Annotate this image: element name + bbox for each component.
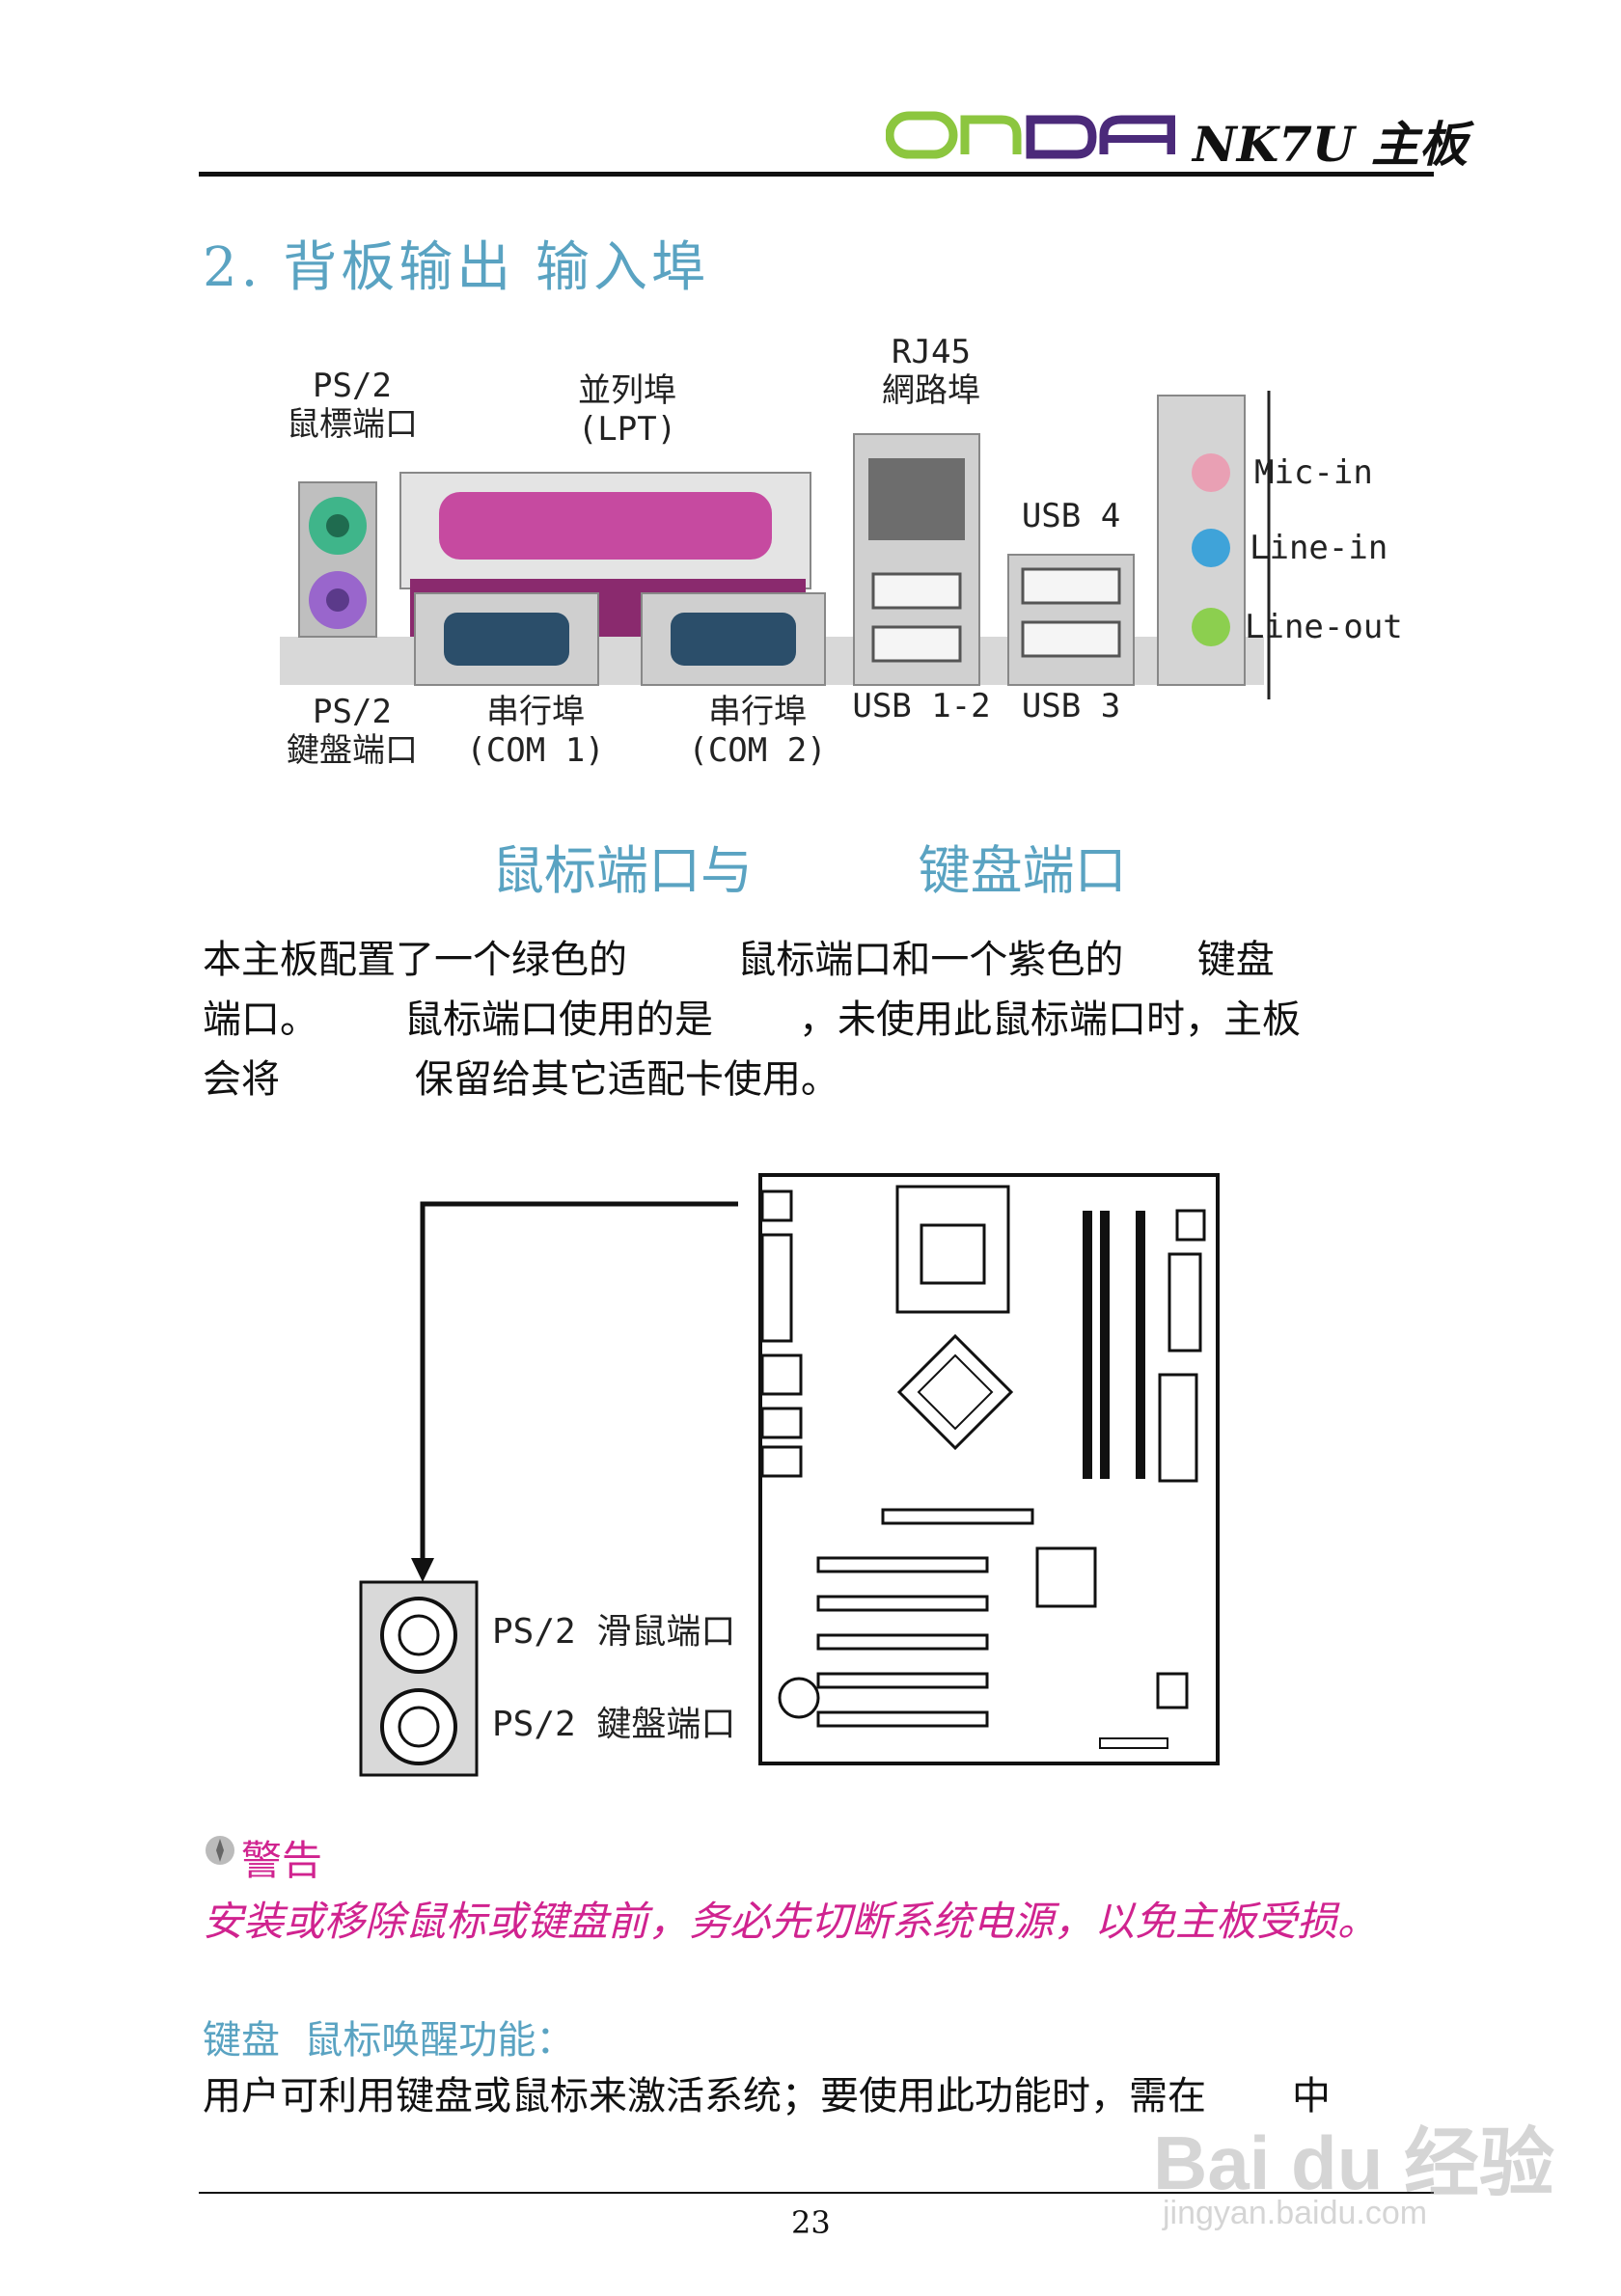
warning-icon	[206, 1836, 234, 1865]
lpt-label: 並列埠 (LPT)	[540, 371, 714, 449]
com2-label-line2: (COM 2)	[688, 731, 827, 770]
rj45-label: RJ45 網路埠	[849, 333, 1013, 410]
usb4-label: USB 4	[1021, 497, 1121, 535]
ps2-kb-label-line1: PS/2	[313, 693, 392, 731]
com1-label: 串行埠 (COM 1)	[444, 693, 627, 770]
paragraph-line-1: 本主板配置了一个绿色的 鼠标端口和一个紫色的 键盘	[203, 938, 1275, 982]
onda-logo	[886, 111, 1175, 159]
paragraph-line-2: 端口。 鼠标端口使用的是 ，未使用此鼠标端口时，主板	[203, 998, 1302, 1042]
board-model: NK7U 主板	[1193, 116, 1468, 173]
warning-title: 警告	[241, 1837, 323, 1884]
watermark-brand: Bai du 经验	[1153, 2120, 1555, 2205]
com2-label: 串行埠 (COM 2)	[666, 693, 849, 770]
lpt-label-line2: (LPT)	[577, 410, 677, 449]
paragraph-line-3: 会将 保留给其它适配卡使用。	[203, 1057, 839, 1102]
wake-function-title: 键盘 鼠标唤醒功能：	[203, 2018, 575, 2063]
com2-label-line1: 串行埠	[708, 693, 807, 731]
header-rule	[199, 172, 1434, 177]
back-panel-illustration	[280, 391, 1271, 699]
ps2-kb-label: PS/2 鍵盤端口	[256, 693, 449, 770]
diagram-mouse-label: PS/2 滑鼠端口	[492, 1612, 736, 1652]
rj45-label-line2: 網路埠	[882, 371, 980, 410]
ps2-mouse-label-line1: PS/2	[313, 367, 392, 405]
line-in-label: Line-in	[1250, 529, 1388, 567]
ps2-mouse-label-line2: 鼠標端口	[287, 405, 418, 444]
motherboard-layout-svg	[359, 1173, 1220, 1777]
usb12-label: USB 1-2	[852, 687, 991, 725]
motherboard-diagram: PS/2 滑鼠端口 PS/2 鍵盤端口	[357, 1167, 1225, 1794]
ps2-kb-label-line2: 鍵盤端口	[287, 731, 418, 770]
back-panel-photo: PS/2 鼠標端口 並列埠 (LPT) RJ45 網路埠 USB 4 Mic-i…	[270, 333, 1428, 772]
usb3-label: USB 3	[1021, 687, 1121, 725]
footer-rule	[199, 2192, 1434, 2194]
warning-text: 安装或移除鼠标或键盘前，务必先切断系统电源，以免主板受损。	[203, 1898, 1379, 1945]
mic-in-label: Mic-in	[1254, 453, 1373, 492]
lpt-label-line1: 並列埠	[578, 371, 676, 410]
diagram-kb-label: PS/2 鍵盤端口	[492, 1705, 736, 1744]
page-number: 23	[791, 2204, 831, 2241]
section-title: 2. 背板输出 输入埠	[203, 236, 710, 299]
sub-heading: 鼠标端口与 键盘端口	[492, 840, 1127, 901]
baidu-watermark: Bai du 经验 jingyan.baidu.com	[1153, 2064, 1558, 2238]
rj45-label-line1: RJ45	[892, 333, 971, 371]
com1-label-line2: (COM 1)	[466, 731, 605, 770]
line-out-label: Line-out	[1245, 608, 1403, 646]
com1-label-line1: 串行埠	[486, 693, 585, 731]
wake-function-text: 用户可利用键盘或鼠标来激活系统；要使用此功能时，需在 中	[203, 2074, 1332, 2118]
ps2-mouse-label: PS/2 鼠標端口	[261, 367, 444, 444]
watermark-url: jingyan.baidu.com	[1163, 2195, 1428, 2231]
